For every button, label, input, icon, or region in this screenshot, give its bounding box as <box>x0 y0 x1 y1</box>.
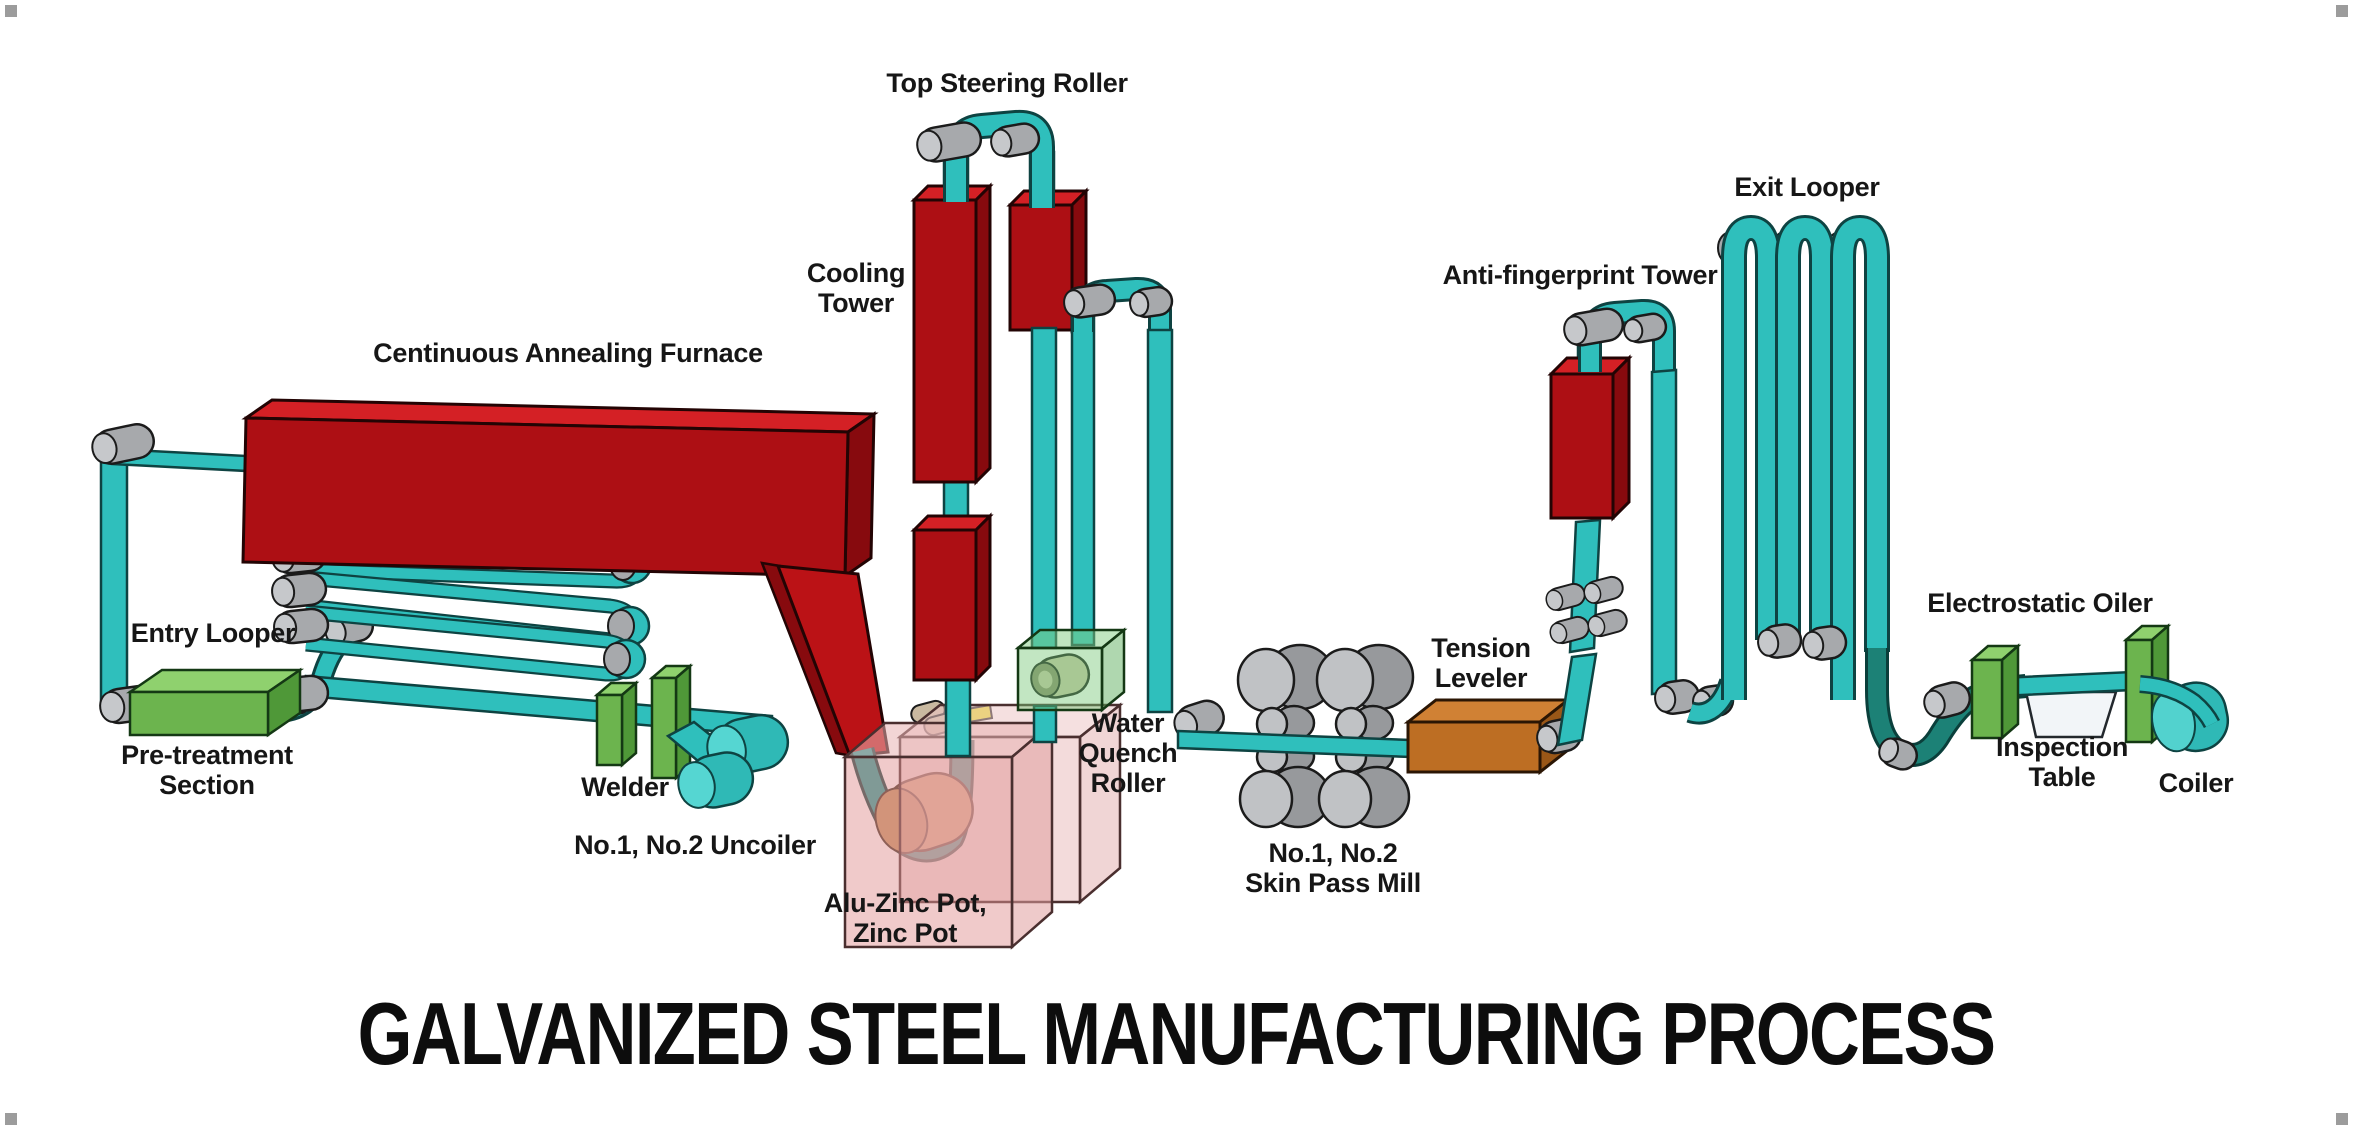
label-exit-looper: Exit Looper <box>1734 172 1880 202</box>
zinc-pot-machine <box>841 699 1124 950</box>
uncoiler-mandrels <box>677 713 790 809</box>
diagram-title: GALVANIZED STEEL MANUFACTURING PROCESS <box>357 984 1996 1083</box>
label-uncoiler: No.1, No.2 Uncoiler <box>574 830 816 860</box>
label-electrostatic-oiler: Electrostatic Oiler <box>1927 588 2153 618</box>
anti-fingerprint-tower-machine <box>1545 299 1741 747</box>
exit-looper-machine <box>1717 214 1890 700</box>
inspection-table-surface <box>2024 690 2118 739</box>
label-pretreatment: Pre-treatment Section <box>121 740 293 801</box>
mill-entry-strip <box>1146 328 1225 741</box>
coiler-machine <box>2139 675 2230 753</box>
label-skin-pass-mill: No.1, No.2 Skin Pass Mill <box>1245 838 1421 899</box>
label-coiler: Coiler <box>2158 768 2234 798</box>
corner-mark <box>2336 1113 2348 1125</box>
label-water-quench: Water Quench Roller <box>1078 708 1178 799</box>
tension-leveler-machine <box>1403 696 1583 776</box>
label-inspection-table: Inspection Table <box>1995 732 2129 793</box>
label-alu-zinc-pot: Alu-Zinc Pot, Zinc Pot <box>823 888 987 949</box>
corner-mark <box>5 5 17 17</box>
annealing-furnace-machine <box>241 398 890 758</box>
skin-pass-mill-machine <box>1176 643 1415 829</box>
corner-mark <box>2336 5 2348 17</box>
label-welder: Welder <box>581 772 669 802</box>
water-quench-machine <box>1014 277 1174 744</box>
label-anti-fingerprint: Anti-fingerprint Tower <box>1442 260 1718 290</box>
label-annealing-furnace: Centinuous Annealing Furnace <box>373 338 763 368</box>
label-top-steering-roller: Top Steering Roller <box>886 68 1128 98</box>
top-steering-roller-machine <box>916 109 1055 208</box>
entry-top-roller <box>91 423 155 465</box>
label-tension-leveler: Tension Leveler <box>1431 633 1531 694</box>
corner-mark <box>5 1113 17 1125</box>
pretreatment-section-machine <box>125 667 305 738</box>
label-entry-looper: Entry Looper <box>130 618 296 648</box>
label-cooling-tower: Cooling Tower <box>806 258 906 319</box>
quench-roller <box>1030 653 1091 699</box>
